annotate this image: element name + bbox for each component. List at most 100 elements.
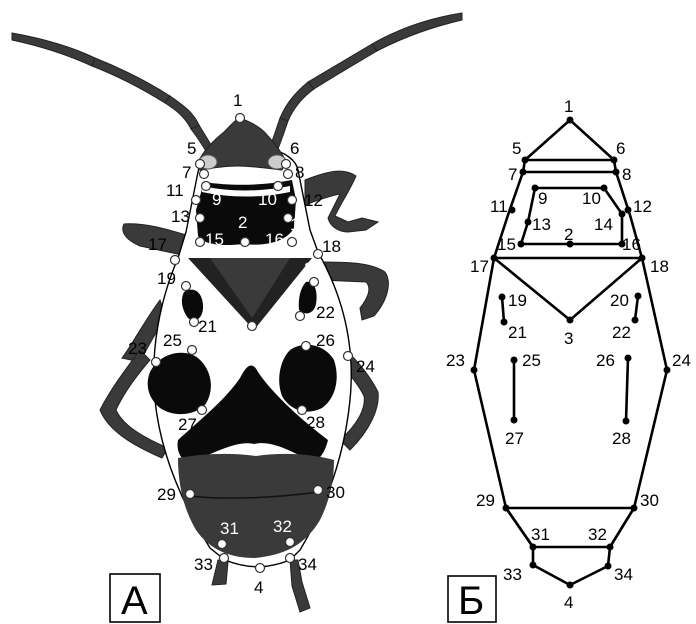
landmark-dot-b-31	[530, 544, 537, 551]
landmark-label-a-23: 23	[128, 339, 147, 358]
landmark-label-a-6: 6	[290, 139, 299, 158]
landmark-label-b-22: 22	[612, 323, 631, 342]
landmark-dot-b-34	[605, 563, 612, 570]
landmark-label-b-25: 25	[522, 351, 541, 370]
landmark-label-b-31: 31	[531, 525, 550, 544]
landmark-dot-a-19	[182, 282, 191, 291]
landmark-dot-b-27	[511, 417, 518, 424]
landmark-label-a-16: 16	[265, 230, 284, 249]
landmark-dot-b-15	[518, 241, 525, 248]
landmark-label-b-9: 9	[538, 189, 547, 208]
landmark-label-b-10: 10	[582, 189, 601, 208]
landmark-label-b-6: 6	[616, 139, 625, 158]
landmark-label-b-33: 33	[503, 565, 522, 584]
landmark-label-b-5: 5	[512, 139, 521, 158]
landmark-dot-a-25	[188, 346, 197, 355]
landmark-label-a-21: 21	[198, 317, 217, 336]
landmark-dot-a-4	[256, 564, 265, 573]
landmark-label-a-25: 25	[163, 331, 182, 350]
landmark-dot-b-20	[635, 293, 642, 300]
landmark-label-a-7: 7	[182, 163, 191, 182]
landmark-schema	[474, 120, 667, 585]
panel-a-label: А	[110, 574, 160, 623]
landmark-label-b-34: 34	[614, 565, 633, 584]
landmark-label-b-13: 13	[532, 215, 551, 234]
schema-line-20-22	[635, 296, 638, 320]
panel-a-letter: А	[121, 579, 148, 623]
landmark-label-b-17: 17	[470, 257, 489, 276]
landmark-label-b-4: 4	[564, 593, 573, 612]
landmark-dot-b-33	[530, 562, 537, 569]
landmark-dot-b-1	[567, 117, 574, 124]
landmark-label-a-15: 15	[205, 230, 224, 249]
landmark-dot-b-8	[613, 169, 620, 176]
landmark-dot-b-14	[619, 211, 626, 218]
landmark-label-a-12: 12	[304, 191, 323, 210]
landmark-label-b-16: 16	[622, 235, 641, 254]
landmark-dot-b-13	[525, 219, 532, 226]
landmark-label-b-21: 21	[508, 323, 527, 342]
landmark-dot-a-12	[288, 196, 297, 205]
landmark-dot-b-25	[511, 357, 518, 364]
landmark-label-b-29: 29	[476, 491, 495, 510]
landmark-label-a-10: 10	[258, 190, 277, 209]
antenna-right	[268, 13, 462, 154]
landmark-label-b-20: 20	[610, 291, 629, 310]
landmark-dot-b-11	[509, 207, 516, 214]
landmark-label-b-1: 1	[564, 97, 573, 116]
landmark-dot-a-33	[220, 554, 229, 563]
landmark-dot-b-22	[632, 317, 639, 324]
landmark-label-a-1: 1	[233, 91, 242, 110]
landmark-label-b-3: 3	[564, 329, 573, 348]
landmark-label-b-18: 18	[650, 257, 669, 276]
landmark-dot-a-6	[282, 160, 291, 169]
landmark-dot-b-32	[607, 544, 614, 551]
landmark-label-a-26: 26	[316, 331, 335, 350]
landmark-dot-a-15	[196, 238, 205, 247]
landmark-dot-b-24	[664, 367, 671, 374]
landmark-dot-a-2	[241, 238, 250, 247]
landmark-dot-b-4	[567, 582, 574, 589]
spot-right-large	[279, 345, 337, 412]
landmark-label-b-11: 11	[490, 197, 508, 216]
landmark-label-a-11: 11	[166, 181, 184, 200]
landmark-label-a-8: 8	[295, 163, 304, 182]
landmark-label-a-5: 5	[187, 139, 196, 158]
landmark-dot-b-10	[601, 185, 608, 192]
landmark-dot-a-23	[152, 358, 161, 367]
schema-line-30-32	[610, 508, 634, 547]
landmark-dot-b-23	[471, 367, 478, 374]
landmark-label-a-32: 32	[273, 517, 292, 536]
landmark-dot-a-29	[186, 490, 195, 499]
landmark-label-a-9: 9	[212, 190, 221, 209]
landmark-dot-a-11	[192, 196, 201, 205]
landmark-label-b-8: 8	[622, 165, 631, 184]
landmark-label-b-14: 14	[594, 215, 613, 234]
landmark-dot-a-13	[196, 214, 205, 223]
schema-head	[525, 120, 614, 160]
landmark-dot-b-5	[522, 157, 529, 164]
landmark-label-a-30: 30	[326, 483, 345, 502]
landmark-dot-a-17	[171, 256, 180, 265]
landmark-label-a-2: 2	[238, 213, 247, 232]
landmark-dot-a-34	[286, 554, 295, 563]
landmark-label-b-30: 30	[640, 491, 659, 510]
landmark-dot-b-18	[639, 255, 646, 262]
landmark-label-b-26: 26	[596, 351, 615, 370]
landmark-dot-b-30	[631, 505, 638, 512]
landmark-dot-b-3	[567, 317, 574, 324]
landmark-dot-b-19	[499, 294, 506, 301]
landmark-dot-a-32	[286, 538, 295, 547]
landmark-dot-a-8	[284, 170, 293, 179]
landmark-dot-a-5	[196, 160, 205, 169]
membrane-dark	[178, 454, 334, 558]
landmark-label-b-15: 15	[497, 235, 516, 254]
landmark-label-a-3: 3	[246, 341, 255, 360]
landmark-dot-a-1	[236, 114, 245, 123]
landmark-dot-a-20	[310, 278, 319, 287]
landmark-label-b-28: 28	[612, 429, 631, 448]
landmark-label-b-7: 7	[508, 165, 517, 184]
landmark-label-b-19: 19	[508, 291, 527, 310]
landmark-dot-b-28	[623, 418, 630, 425]
